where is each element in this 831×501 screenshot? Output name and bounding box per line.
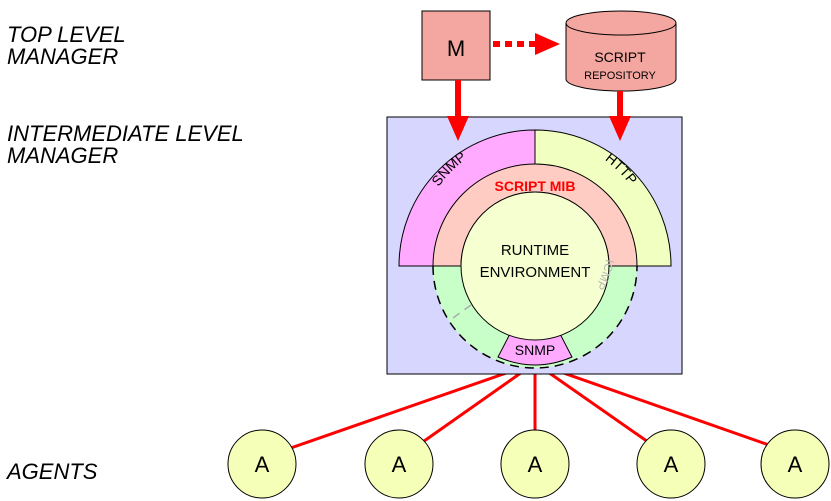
agent-3-label: A: [528, 452, 543, 477]
agent-link-1: [261, 361, 536, 460]
agent-5: A: [760, 429, 830, 499]
script-mib-label: SCRIPT MIB: [495, 178, 576, 194]
lower-band-outline: [432, 265, 638, 369]
runtime-environment-circle: [460, 191, 610, 341]
agent-5-label: A: [788, 452, 803, 477]
top-level-line1: TOP LEVEL: [7, 22, 126, 47]
lower-band-divider-left: [452, 304, 472, 319]
script-repository-cylinder: [565, 10, 677, 92]
agent-3: A: [500, 429, 570, 499]
agent-1-label: A: [255, 452, 270, 477]
arrow-m-to-snmp-head: [447, 116, 469, 141]
runtime-label-line1: RUNTIME: [501, 242, 569, 259]
repository-label-line1: SCRIPT: [594, 49, 646, 65]
intermediate-level-line2: MANAGER: [7, 143, 119, 168]
agent-link-5: [534, 361, 807, 460]
agent-2-label: A: [392, 452, 407, 477]
agent-4-label: A: [664, 452, 679, 477]
snmp-lower-bubble: [497, 329, 573, 366]
agent-4: A: [636, 429, 706, 499]
dashed-arrow-head: [535, 33, 560, 55]
runtime-label-line2: ENVIRONMENT: [480, 264, 591, 281]
agent-1: A: [227, 429, 297, 499]
arrow-repo-to-http-head: [609, 116, 631, 141]
agents-label: AGENTS: [7, 459, 98, 484]
top-manager-box: [421, 10, 491, 81]
lower-band: [433, 266, 637, 368]
agent-2: A: [364, 429, 434, 499]
repository-label-line2: REPOSITORY: [584, 70, 656, 82]
top-manager-label: M: [447, 36, 465, 61]
intermediate-level-line1: INTERMEDIATE LEVEL: [7, 121, 244, 146]
top-level-line2: MANAGER: [7, 44, 119, 69]
snmp-lower-label: SNMP: [515, 342, 555, 358]
